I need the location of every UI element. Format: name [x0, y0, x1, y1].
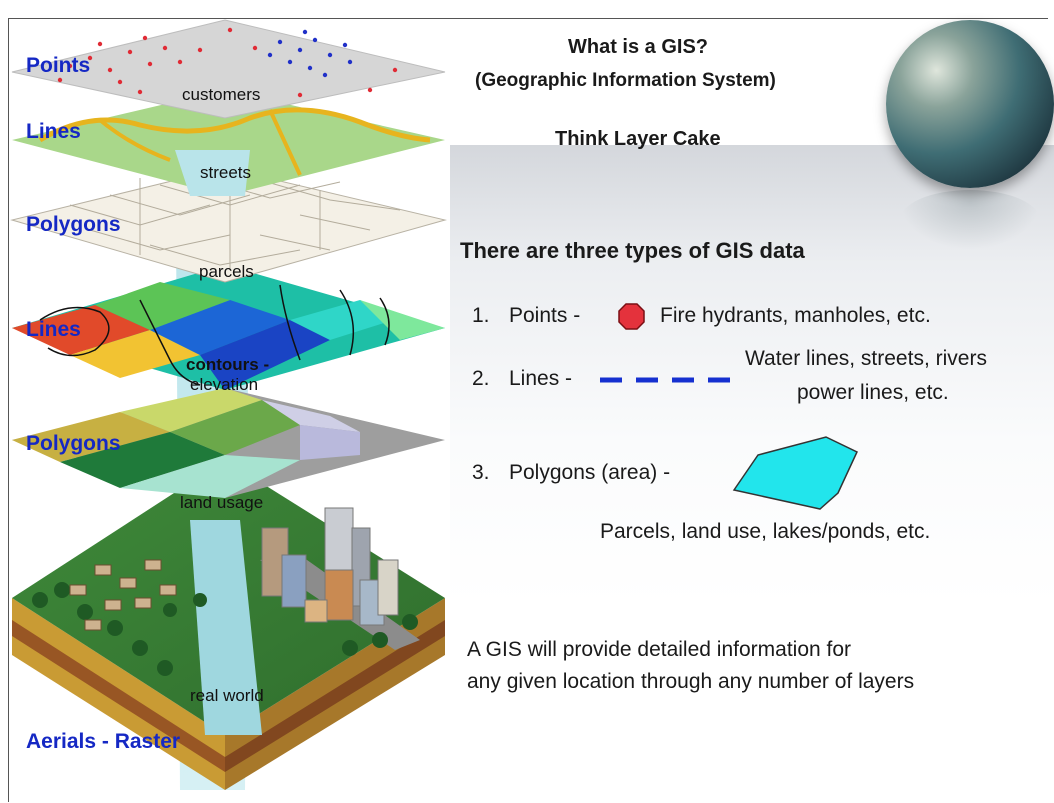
cyan-polygon-icon [732, 436, 858, 510]
layer-tag-points: Points [26, 54, 91, 77]
globe-reflection [900, 190, 1040, 250]
real-world-river [190, 520, 262, 735]
trees [32, 582, 418, 676]
blue-points [267, 29, 353, 78]
streets-layer [12, 90, 445, 196]
layer-name-real-world: real world [190, 686, 264, 705]
page-subtitle: (Geographic Information System) [475, 70, 776, 91]
layer-tag-lines-streets: Lines [26, 120, 81, 143]
type-2-number: 2. [472, 367, 490, 390]
type-3-description: Parcels, land use, lakes/ponds, etc. [600, 520, 931, 543]
layer-tag-aerials: Aerials - Raster [26, 730, 181, 753]
slide-frame [8, 18, 1048, 802]
layer-tag-lines-contours: Lines [26, 318, 81, 341]
type-2-description-line1: Water lines, streets, rivers [745, 347, 987, 370]
type-2-label: Lines - [509, 367, 573, 390]
globe-icon [886, 20, 1054, 188]
type-3-number: 3. [472, 461, 490, 484]
type-2-description-line2: power lines, etc. [797, 381, 949, 404]
houses [69, 559, 177, 631]
layer-name-land-usage: land usage [180, 493, 264, 512]
land-usage-layer [12, 388, 445, 498]
layer-tag-polygons-parcels: Polygons [26, 213, 121, 236]
type-1-description: Fire hydrants, manholes, etc. [660, 304, 931, 327]
tagline: Think Layer Cake [555, 128, 721, 150]
soil-stripe-right [225, 620, 445, 772]
real-world-layer [12, 460, 445, 790]
type-1-number: 1. [472, 304, 490, 327]
types-heading: There are three types of GIS data [460, 238, 805, 263]
layer-name-elevation: elevation [190, 375, 259, 394]
layer-tag-polygons-land: Polygons [26, 432, 121, 455]
red-points [57, 27, 398, 98]
soil-stripe-left [12, 620, 225, 772]
red-octagon-icon [618, 303, 645, 330]
layer-name-contours: contours - [186, 355, 270, 374]
contours-layer [12, 265, 445, 390]
type-1-label: Points - [509, 304, 581, 327]
layer-name-parcels: parcels [199, 262, 254, 281]
summary-line-1: A GIS will provide detailed information … [467, 638, 852, 661]
buildings [261, 507, 399, 626]
type-3-label: Polygons (area) - [509, 461, 671, 484]
customers-layer [11, 19, 446, 119]
layer-name-customers: customers [182, 85, 261, 104]
page-title: What is a GIS? [568, 36, 709, 58]
summary-line-2: any given location through any number of… [467, 670, 915, 693]
layer-name-streets: streets [200, 163, 252, 182]
